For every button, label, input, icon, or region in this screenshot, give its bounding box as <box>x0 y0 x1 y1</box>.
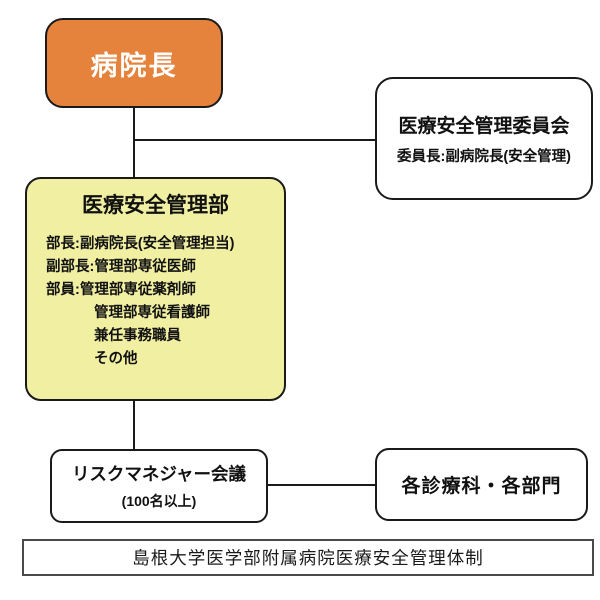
safety-committee-title: 医療安全管理委員会 <box>398 116 570 137</box>
risk-manager-meeting-size: (100名以上) <box>121 493 197 509</box>
connector-to-committee <box>134 139 375 141</box>
connector-risk-meeting-to-clinical-departments <box>268 484 375 486</box>
member-line-clerical: 兼任事務職員 <box>94 328 181 344</box>
safety-department-member-list: 部長:副病院長(安全管理担当) 副部長:管理部専従医師 部員:管理部専従薬剤師 … <box>27 233 284 371</box>
node-clinical-departments: 各診療科・各部門 <box>375 448 588 521</box>
chart-caption-text: 島根大学医学部附属病院医療安全管理体制 <box>132 548 484 568</box>
connector-director-to-department <box>133 108 135 178</box>
member-line-chief: 部長:副病院長(安全管理担当) <box>46 236 235 252</box>
member-line-deputy-chief: 副部長:管理部専従医師 <box>46 259 196 275</box>
member-line-others: その他 <box>94 351 138 367</box>
risk-manager-meeting-title: リスクマネジャー会議 <box>71 464 247 484</box>
clinical-departments-title: 各診療科・各部門 <box>401 476 562 497</box>
safety-committee-chair: 委員長:副病院長(安全管理) <box>397 149 571 165</box>
member-line-pharmacist: 部員:管理部専従薬剤師 <box>46 282 196 298</box>
node-risk-manager-meeting: リスクマネジャー会議 (100名以上) <box>50 449 268 523</box>
safety-department-title: 医療安全管理部 <box>82 194 229 217</box>
member-line-nurse: 管理部専従看護師 <box>94 305 210 321</box>
node-hospital-director: 病院長 <box>45 18 223 108</box>
chart-caption-box: 島根大学医学部附属病院医療安全管理体制 <box>22 539 594 576</box>
hospital-director-label: 病院長 <box>90 50 178 81</box>
node-safety-department: 医療安全管理部 部長:副病院長(安全管理担当) 副部長:管理部専従医師 部員:管… <box>25 177 286 401</box>
node-safety-committee: 医療安全管理委員会 委員長:副病院長(安全管理) <box>375 77 593 200</box>
connector-department-to-risk-meeting <box>133 400 135 450</box>
